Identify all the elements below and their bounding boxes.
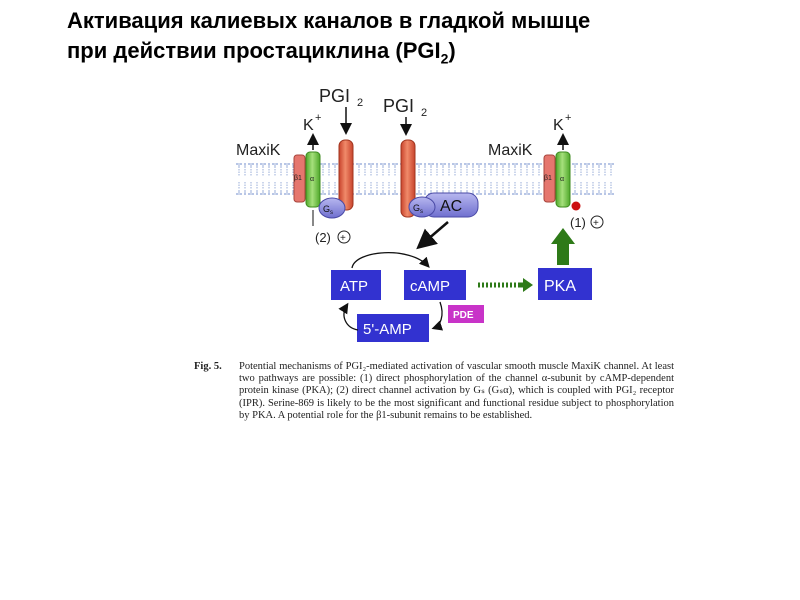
- caption-text: Potential mechanisms of PGI₂-mediated ac…: [239, 361, 674, 422]
- camp-to-amp-arrow: [434, 302, 442, 328]
- pathway-2-text: (2): [315, 230, 331, 245]
- pgi2-text-1: PGI: [319, 86, 350, 106]
- pgi2-label-1: PGI 2: [319, 86, 363, 109]
- gs-sub-2: s: [420, 209, 423, 215]
- gs-text-1: G: [323, 204, 330, 214]
- k-plus-sup-left: +: [315, 112, 321, 124]
- pgi2-pathway-diagram: β1 α MaxiK K + PGI 2 G s (2) + PGI 2 AC …: [0, 0, 800, 355]
- atp-label: ATP: [340, 278, 368, 295]
- maxik-label-right: MaxiK: [488, 142, 533, 159]
- camp-to-pka-arrowhead: [523, 278, 533, 292]
- beta1-label-right: β1: [544, 175, 552, 182]
- gs-sub-1: s: [330, 210, 333, 216]
- camp-label: cAMP: [410, 278, 450, 295]
- alpha-label-left: α: [310, 176, 314, 183]
- pka-label: PKA: [544, 278, 576, 295]
- pathway-2-label: (2) +: [315, 230, 350, 245]
- pde-label: PDE: [453, 310, 474, 321]
- k-label-right: K: [553, 117, 564, 134]
- ipr-receptor-1: [339, 140, 353, 210]
- five-amp-label: 5'-AMP: [363, 321, 412, 338]
- alpha-label-right: α: [560, 176, 564, 183]
- pgi2-label-2: PGI 2: [383, 96, 427, 119]
- pde-box: PDE: [448, 305, 484, 323]
- ac-to-camp-arrow: [420, 222, 448, 246]
- maxik-label-left: MaxiK: [236, 142, 281, 159]
- pathway-2-plus: +: [340, 233, 346, 244]
- gs-protein-1: G s: [319, 198, 345, 218]
- figure-caption: Fig. 5. Potential mechanisms of PGI₂-med…: [194, 361, 674, 422]
- k-plus-label-right: K +: [553, 112, 571, 134]
- atp-to-camp-arrow: [352, 253, 428, 268]
- gs-text-2: G: [413, 203, 420, 213]
- pka-to-channel-arrow: [551, 228, 575, 265]
- pgi2-sub-1: 2: [357, 97, 363, 109]
- k-plus-label-left: K +: [303, 112, 321, 134]
- atp-box: ATP: [331, 270, 381, 300]
- pathway-1-label: (1) +: [570, 215, 603, 230]
- amp-to-atp-arrow: [344, 305, 358, 330]
- maxik-channel-left: β1 α: [294, 152, 320, 207]
- phosphorylation-site-dot: [572, 202, 581, 211]
- camp-box: cAMP: [404, 270, 466, 300]
- pka-box: PKA: [538, 268, 592, 300]
- k-label-left: K: [303, 117, 314, 134]
- figure-label: Fig. 5.: [194, 361, 222, 373]
- k-plus-sup-right: +: [565, 112, 571, 124]
- pgi2-text-2: PGI: [383, 96, 414, 116]
- beta1-label-left: β1: [294, 175, 302, 182]
- pathway-1-text: (1): [570, 215, 586, 230]
- maxik-channel-right: β1 α: [544, 152, 570, 207]
- gs-protein-2: G s: [409, 197, 435, 217]
- ac-label: AC: [440, 198, 462, 215]
- five-amp-box: 5'-AMP: [357, 314, 429, 342]
- pathway-1-plus: +: [593, 218, 599, 229]
- pgi2-sub-2: 2: [421, 107, 427, 119]
